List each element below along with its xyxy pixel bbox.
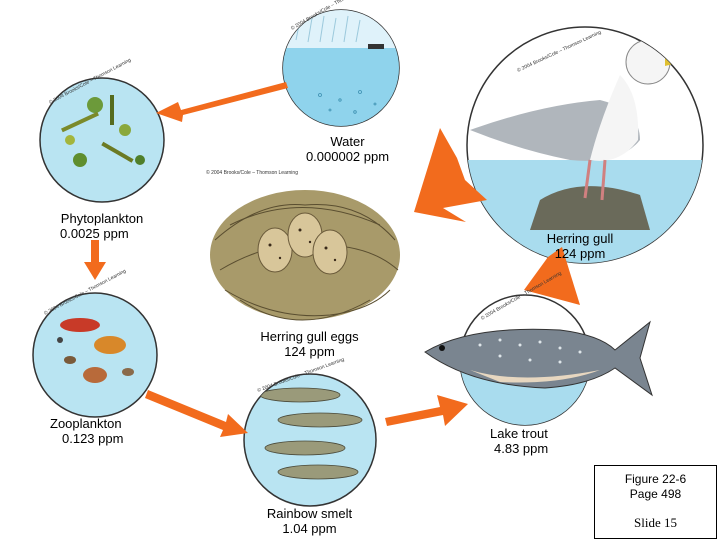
water-value: 0.000002 ppm bbox=[305, 149, 390, 164]
arrow-gull-to-eggs bbox=[414, 128, 487, 222]
phytoplankton-illustration bbox=[39, 77, 165, 203]
arrow-water-to-phytoplankton bbox=[156, 82, 288, 122]
trout-illustration bbox=[424, 294, 653, 426]
trout-label: Lake trout 4.83 ppm bbox=[478, 426, 568, 456]
zooplankton-label: Zooplankton 0.123 ppm bbox=[50, 416, 150, 446]
trout-value: 4.83 ppm bbox=[494, 441, 549, 456]
gull-value: 124 ppm bbox=[554, 246, 606, 261]
water-label: Water 0.000002 ppm bbox=[290, 134, 405, 164]
zooplankton-illustration bbox=[32, 292, 158, 418]
smelt-label: Rainbow smelt 1.04 ppm bbox=[252, 506, 367, 536]
water-name: Water bbox=[330, 134, 365, 149]
arrow-smelt-to-trout bbox=[385, 395, 468, 426]
smelt-illustration bbox=[243, 373, 377, 507]
phytoplankton-name: Phytoplankton bbox=[60, 211, 144, 226]
phytoplankton-value: 0.0025 ppm bbox=[60, 226, 129, 241]
smelt-value: 1.04 ppm bbox=[282, 521, 337, 536]
phytoplankton-label: Phytoplankton 0.0025 ppm bbox=[48, 211, 156, 241]
arrow-phytoplankton-to-zooplankton bbox=[84, 240, 106, 280]
gull-name: Herring gull bbox=[546, 231, 614, 246]
slide-number: Slide 15 bbox=[634, 515, 677, 530]
figure-reference-box: Figure 22-6 Page 498 Slide 15 bbox=[594, 465, 717, 539]
figure-number: Figure 22-6 bbox=[624, 472, 687, 486]
copyright-nest: © 2004 Brooks/Cole – Thomson Learning bbox=[206, 169, 298, 176]
gull-label: Herring gull 124 ppm bbox=[525, 231, 635, 261]
arrow-trout-to-gull bbox=[524, 247, 580, 305]
arrow-zooplankton-to-smelt bbox=[145, 390, 248, 437]
zooplankton-value: 0.123 ppm bbox=[62, 431, 124, 446]
eggs-name: Herring gull eggs bbox=[260, 329, 359, 344]
eggs-value: 124 ppm bbox=[284, 344, 335, 359]
nest-illustration bbox=[210, 190, 400, 321]
figure-page: Page 498 bbox=[629, 487, 682, 501]
zooplankton-name: Zooplankton bbox=[50, 416, 122, 431]
trout-name: Lake trout bbox=[490, 426, 548, 441]
eggs-label: Herring gull eggs 124 ppm bbox=[242, 329, 377, 359]
smelt-name: Rainbow smelt bbox=[266, 506, 353, 521]
